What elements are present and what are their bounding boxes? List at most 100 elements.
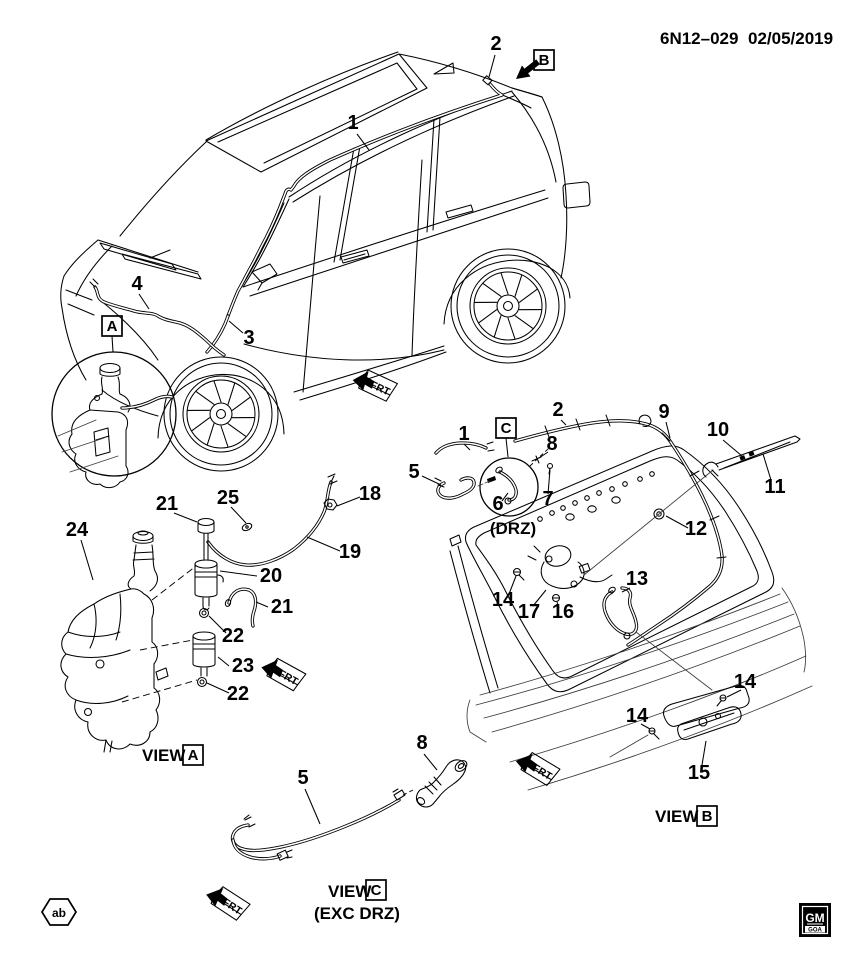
callout-liftgate-15: 15	[688, 762, 710, 784]
detail-marker-a: A	[101, 315, 123, 353]
car-view: A B FRT 1 2 3 4	[51, 33, 591, 489]
grommet-22a	[198, 607, 210, 619]
callout-18: 18	[359, 483, 381, 505]
callout-liftgate-10: 10	[707, 419, 729, 441]
grommet-22b	[196, 676, 208, 688]
screw-14-right	[716, 694, 727, 707]
side-mirror	[251, 263, 278, 291]
reservoir-detail	[68, 409, 129, 489]
callout-liftgate-6: 6	[492, 493, 503, 515]
clip-25	[241, 522, 253, 532]
door-handle	[445, 204, 474, 219]
frt-arrow-icon	[352, 371, 375, 391]
view-c-label: VIEW C (EXC DRZ)	[314, 879, 400, 923]
hook-hose-5	[434, 476, 476, 500]
hose-19	[206, 473, 338, 567]
callout-20: 20	[260, 565, 282, 587]
callout-liftgate-13: 13	[626, 568, 648, 590]
hose-clip	[482, 75, 493, 86]
construction-lines	[121, 565, 198, 703]
boxed-letter-b: B	[539, 52, 550, 69]
liftgate-washer-hose	[513, 414, 727, 647]
view-word: VIEW	[655, 807, 699, 826]
callout-liftgate-12: 12	[685, 518, 707, 540]
front-wheel	[163, 356, 279, 472]
callout-liftgate-1: 1	[458, 423, 469, 445]
callout-22a: 22	[222, 625, 244, 647]
rear-wheel-arch	[443, 259, 571, 325]
callout-liftgate-9: 9	[658, 401, 669, 423]
detail-circle-a	[51, 351, 177, 489]
boxed-letter-a: A	[188, 747, 199, 764]
callout-22b: 22	[227, 683, 249, 705]
callout-liftgate-2: 2	[552, 399, 563, 421]
liftgate-glass	[449, 445, 775, 694]
callout-car-3: 3	[243, 327, 254, 349]
view-b-label: VIEW B	[655, 805, 718, 827]
frt-arrow-icon	[515, 753, 538, 773]
door-handle	[340, 249, 370, 264]
callout-car-2: 2	[490, 33, 501, 55]
hood-washer-hose	[89, 278, 226, 357]
wiper-blade	[121, 253, 202, 280]
ab-badge: ab	[41, 898, 77, 926]
hose-view-c: FRT VIEW C (EXC DRZ) 5 8	[206, 732, 468, 923]
license-pocket	[662, 684, 750, 727]
rear-wheel	[450, 248, 566, 364]
car-body	[60, 51, 591, 439]
callout-car-4: 4	[131, 273, 143, 295]
washer-pump-23	[192, 631, 216, 677]
car-callouts: 1 2 3 4	[131, 33, 501, 349]
gm-logo-text: GM	[805, 911, 824, 925]
detail-marker-c: C	[495, 417, 517, 458]
boxed-letter-c: C	[371, 882, 382, 899]
bolt-16	[551, 593, 561, 603]
liftgate-lower-panel	[466, 587, 813, 791]
callout-liftgate-14a: 14	[492, 589, 515, 611]
hexagon-icon	[41, 898, 77, 926]
liftgate-view: C (DRZ) FRT VIEW B 1 2 5 6 7 8 9 10 11	[408, 399, 813, 827]
callout-liftgate-17: 17	[518, 601, 540, 623]
liftgate-callouts: 1 2 5 6 7 8 9 10 11 12 13 14 14 14 15 16…	[408, 399, 785, 784]
fuel-door	[562, 181, 591, 209]
reservoir-tank	[60, 530, 169, 753]
handle-part-15	[677, 706, 742, 741]
nozzle-10	[739, 455, 746, 461]
callout-liftgate-14b: 14	[626, 705, 649, 727]
callout-21b: 21	[271, 596, 293, 618]
callout-19: 19	[339, 541, 361, 563]
leader-lines	[138, 54, 496, 334]
gm-logo: GM GOA	[799, 903, 831, 937]
callout-24: 24	[66, 519, 89, 541]
callout-car-1: 1	[347, 112, 358, 134]
hose-21b	[224, 587, 258, 628]
wiper-blade	[99, 242, 177, 271]
callout-liftgate-8: 8	[546, 433, 557, 455]
callout-liftgate-11: 11	[764, 476, 785, 498]
ab-badge-text: ab	[52, 906, 66, 920]
frt-arrow-icon	[261, 659, 283, 679]
boxed-letter-c: C	[501, 420, 512, 437]
footer: ab GM GOA	[41, 898, 831, 937]
callout-23: 23	[232, 655, 254, 677]
leader-lines	[304, 753, 438, 825]
header: 6N12–029 02/05/2019	[660, 29, 833, 48]
hose-view-callouts: 5 8	[297, 732, 438, 825]
callout-21a: 21	[156, 493, 178, 515]
direction-arrow-b: B	[516, 49, 555, 79]
drawing-number: 6N12–029	[660, 29, 738, 48]
boxed-letter-b: B	[702, 808, 713, 825]
callout-hose-8: 8	[416, 732, 427, 754]
exc-drz-note: (EXC DRZ)	[314, 904, 400, 923]
screw-14-left	[648, 727, 660, 740]
view-word: VIEW	[328, 882, 372, 901]
leader-lines	[421, 419, 772, 766]
callout-liftgate-7: 7	[542, 488, 553, 510]
callout-liftgate-14c: 14	[734, 671, 757, 693]
bolt-14	[512, 567, 525, 581]
boxed-letter-a: A	[107, 318, 118, 335]
nut-18	[323, 498, 338, 511]
